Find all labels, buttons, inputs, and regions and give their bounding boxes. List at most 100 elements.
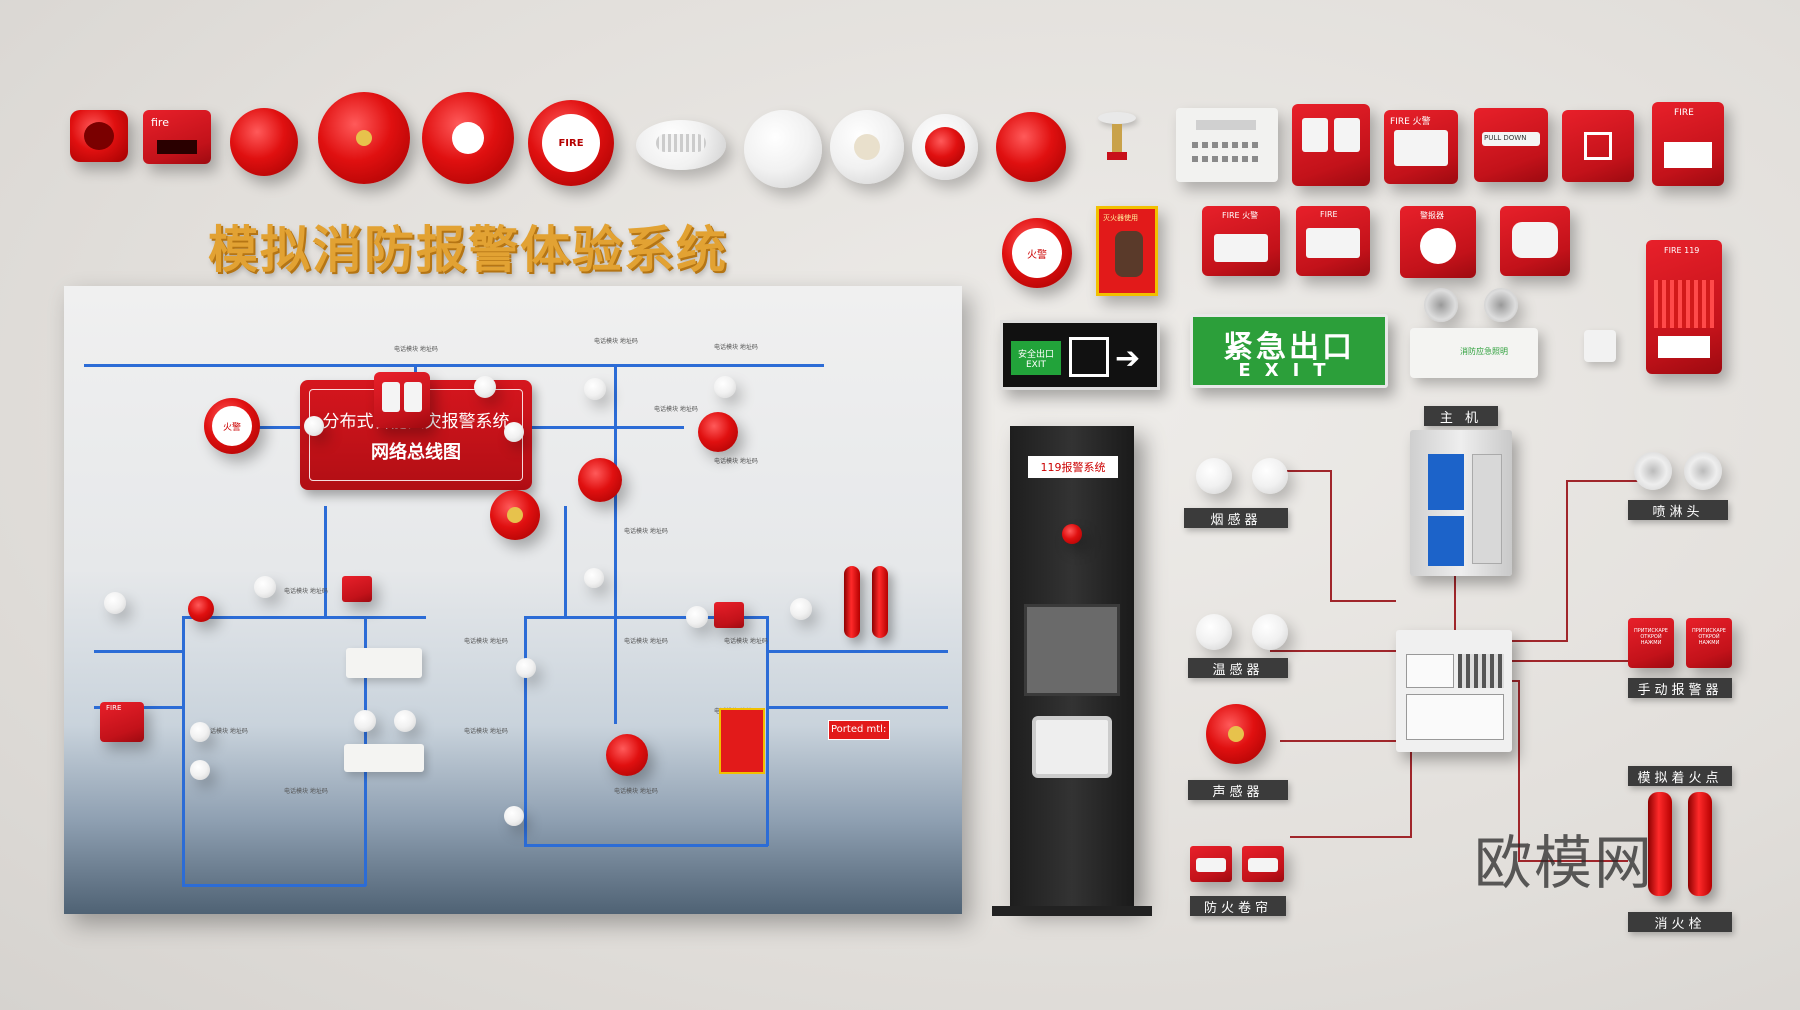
- board-detector-14[interactable]: [504, 806, 524, 826]
- fire-strobe-alarm[interactable]: FIRE: [1652, 102, 1724, 186]
- pull-label: PULL DOWN: [1482, 132, 1540, 146]
- board-ignition-1[interactable]: [844, 566, 860, 638]
- heat-detector[interactable]: [830, 110, 904, 184]
- manual-alarm-1[interactable]: ПРИТИСКАРЕ ОТКРОЙ НАЖМИ: [1628, 618, 1674, 668]
- board-detector-8[interactable]: [584, 568, 604, 588]
- red-dome-detector-2[interactable]: [996, 112, 1066, 182]
- board-detector-3[interactable]: [714, 376, 736, 398]
- label-heat: 温感器: [1188, 658, 1288, 678]
- heat-sensor-1[interactable]: [1196, 614, 1232, 650]
- board-detector-12[interactable]: [190, 722, 210, 742]
- board-detector-13[interactable]: [190, 760, 210, 780]
- red-dome-detector[interactable]: [230, 108, 298, 176]
- watermark-text: 欧模网: [1474, 829, 1655, 897]
- board-detector-2[interactable]: [584, 378, 606, 400]
- board-red-small[interactable]: [188, 596, 214, 622]
- ignition-point-1[interactable]: [1648, 792, 1672, 896]
- manual-alarm-2[interactable]: ПРИТИСКАРЕ ОТКРОЙ НАЖМИ: [1686, 618, 1732, 668]
- kiosk-label: 119报警系统: [1028, 456, 1118, 478]
- call-point-label: FIRE 火警: [1390, 117, 1431, 127]
- board-white-module[interactable]: [346, 648, 422, 678]
- arrow-right-icon: ➔: [1115, 341, 1141, 376]
- host-cabinet[interactable]: [1410, 430, 1512, 576]
- fire-call-point-1[interactable]: FIRE 火警: [1202, 206, 1280, 276]
- smoke-detector[interactable]: [636, 120, 726, 170]
- board-detector-7[interactable]: [254, 576, 276, 598]
- sprinkler-head[interactable]: [1092, 112, 1142, 172]
- board-detector-10[interactable]: [790, 598, 812, 620]
- manual-alarm-1-text: ПРИТИСКАРЕ ОТКРОЙ НАЖМИ: [1634, 628, 1668, 646]
- exit-sign-small: 安全出口 EXIT ➔: [1000, 320, 1160, 390]
- kiosk-alarm-button[interactable]: [1062, 524, 1082, 544]
- board-detector-1[interactable]: [474, 376, 496, 398]
- board-sprinkler-2[interactable]: [394, 710, 416, 732]
- smoke-sensor-1[interactable]: [1196, 458, 1232, 494]
- board-fire-button[interactable]: 火警: [204, 398, 260, 454]
- fire-bell-white-face[interactable]: FIRE: [528, 100, 614, 186]
- alarm-button-label: 火警: [1027, 249, 1047, 261]
- label-sprinkler: 喷淋头: [1628, 500, 1728, 520]
- label-smoke: 烟感器: [1184, 508, 1288, 528]
- kiosk-screen[interactable]: [1024, 604, 1120, 696]
- page-title: 模拟消防报警体验系统: [208, 221, 728, 279]
- round-detector[interactable]: [744, 110, 822, 188]
- red-fire-bell-2[interactable]: [422, 92, 514, 184]
- fire-strobe-tall-label: FIRE 119: [1664, 246, 1700, 255]
- smoke-sensor-2[interactable]: [1252, 458, 1288, 494]
- label-hydrant: 消火栓: [1628, 912, 1732, 932]
- distribution-box[interactable]: [1396, 630, 1512, 752]
- network-bus-board: 电话模块 地址码 电话模块 地址码 电话模块 地址码 电话模块 地址码 电话模块…: [64, 286, 962, 914]
- board-fire-label: FIRE: [106, 704, 122, 712]
- red-control-panel[interactable]: [1292, 104, 1370, 186]
- board-sprinkler-1[interactable]: [354, 710, 376, 732]
- heat-sensor-2[interactable]: [1252, 614, 1288, 650]
- ignition-point-2[interactable]: [1688, 792, 1712, 896]
- emergency-light[interactable]: 消防应急照明: [1410, 282, 1538, 380]
- shutter-button-1[interactable]: [1190, 846, 1232, 882]
- board-control-panel[interactable]: [374, 372, 430, 428]
- board-manual-sign-1[interactable]: [342, 576, 372, 602]
- board-manual-sign-2[interactable]: [714, 602, 744, 628]
- board-detector-6[interactable]: [104, 592, 126, 614]
- fire-call-point-2[interactable]: FIRE: [1296, 206, 1370, 276]
- red-square-device[interactable]: [1562, 110, 1634, 182]
- label-manual: 手动报警器: [1628, 678, 1732, 698]
- board-ignition-2[interactable]: [872, 566, 888, 638]
- board-emergency-light[interactable]: [344, 744, 424, 772]
- fire-alarm-button[interactable]: 火警: [1002, 218, 1072, 288]
- sound-sensor-bell[interactable]: [1206, 704, 1266, 764]
- sprinkler-1[interactable]: [1634, 452, 1672, 490]
- board-detector-5[interactable]: [504, 422, 524, 442]
- alarm-device-4[interactable]: [1500, 206, 1570, 276]
- fire-strobe-tall[interactable]: FIRE 119: [1646, 240, 1722, 374]
- running-man-icon: [1069, 337, 1109, 377]
- kiosk-receiver[interactable]: [1032, 716, 1112, 778]
- board-detector-9[interactable]: [686, 606, 708, 628]
- board-bell-2[interactable]: [490, 490, 540, 540]
- alarm-kiosk: 119报警系统: [992, 426, 1152, 916]
- board-bell[interactable]: [578, 458, 622, 502]
- board-red-dome-2[interactable]: [606, 734, 648, 776]
- board-detector-4[interactable]: [304, 416, 324, 436]
- wall-socket[interactable]: [1584, 330, 1616, 362]
- alarm-device-3[interactable]: 警报器: [1400, 206, 1476, 278]
- exit-big-cn: 紧急出口: [1223, 329, 1355, 365]
- alarm-device-3-label: 警报器: [1420, 211, 1444, 220]
- board-fire-button-label: 火警: [212, 406, 252, 446]
- red-fire-bell[interactable]: [318, 92, 410, 184]
- pull-station[interactable]: PULL DOWN: [1474, 108, 1548, 182]
- exit-big-en: EXIT: [1238, 359, 1340, 381]
- board-device-note: Ported mtl: V: [828, 720, 890, 740]
- board-detector-11[interactable]: [516, 658, 536, 678]
- fire-alarm-box[interactable]: fire: [143, 110, 211, 164]
- detector-red-center[interactable]: [912, 114, 978, 180]
- shutter-button-2[interactable]: [1242, 846, 1284, 882]
- board-red-dome[interactable]: [698, 412, 738, 452]
- manual-call-point[interactable]: FIRE 火警: [1384, 110, 1458, 184]
- board-fire-call-point[interactable]: FIRE: [100, 702, 144, 742]
- strobe-horn[interactable]: [70, 110, 128, 162]
- exit-sign-big: 紧急出口 EXIT: [1190, 314, 1388, 388]
- white-control-panel[interactable]: [1176, 108, 1278, 182]
- sprinkler-2[interactable]: [1684, 452, 1722, 490]
- fire-extinguisher-poster: 灭火器使用: [1096, 206, 1158, 296]
